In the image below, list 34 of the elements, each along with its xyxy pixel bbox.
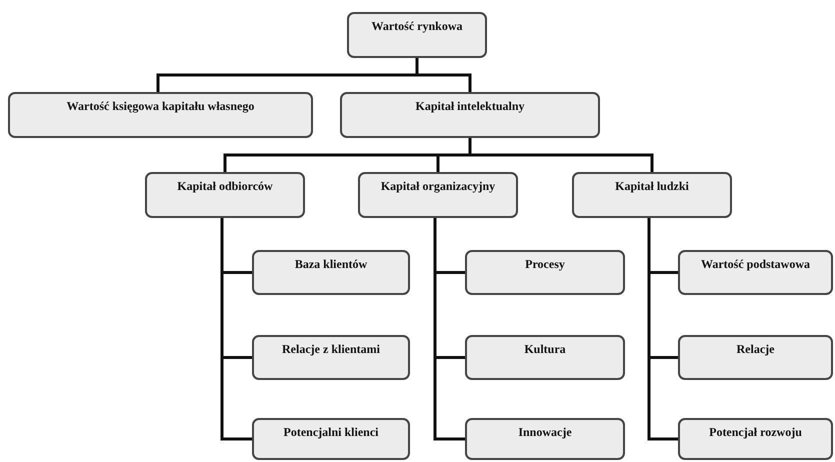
box-label: Wartość rynkowa: [370, 19, 464, 34]
org-box: [347, 12, 487, 58]
box-label: Kapitał intelektualny: [414, 99, 526, 114]
connector-line: [220, 218, 252, 440]
connector-line: [416, 58, 472, 92]
org-box: [358, 172, 518, 218]
connector-line: [434, 218, 465, 440]
box-label: Kultura: [523, 342, 567, 357]
org-box: [465, 418, 625, 460]
org-box: [145, 172, 305, 218]
box-label: Innowacje: [517, 425, 573, 440]
box-label: Kapitał ludzki: [614, 179, 690, 194]
box-label: Procesy: [524, 257, 566, 272]
org-box: [678, 250, 833, 295]
org-box: [340, 92, 600, 138]
org-box: [572, 172, 732, 218]
box-label: Kapitał odbiorców: [176, 179, 274, 194]
org-box: [252, 250, 410, 295]
org-box: [678, 418, 833, 460]
org-box: [252, 418, 410, 460]
box-label: Relacje z klientami: [281, 342, 381, 357]
box-label: Baza klientów: [294, 257, 368, 272]
org-box: [252, 335, 410, 380]
box-label: Kapitał organizacyjny: [380, 179, 496, 194]
connector-line: [648, 218, 678, 440]
box-label: Potencjał rozwoju: [708, 425, 803, 440]
org-box: [465, 335, 625, 380]
box-label: Relacje: [736, 342, 776, 357]
org-box: [678, 335, 833, 380]
box-label: Wartość księgowa kapitału własnego: [66, 99, 256, 114]
org-box: [8, 92, 313, 138]
box-label: Wartość podstawowa: [700, 257, 811, 272]
box-label: Potencjalni klienci: [282, 425, 380, 440]
org-box: [465, 250, 625, 295]
